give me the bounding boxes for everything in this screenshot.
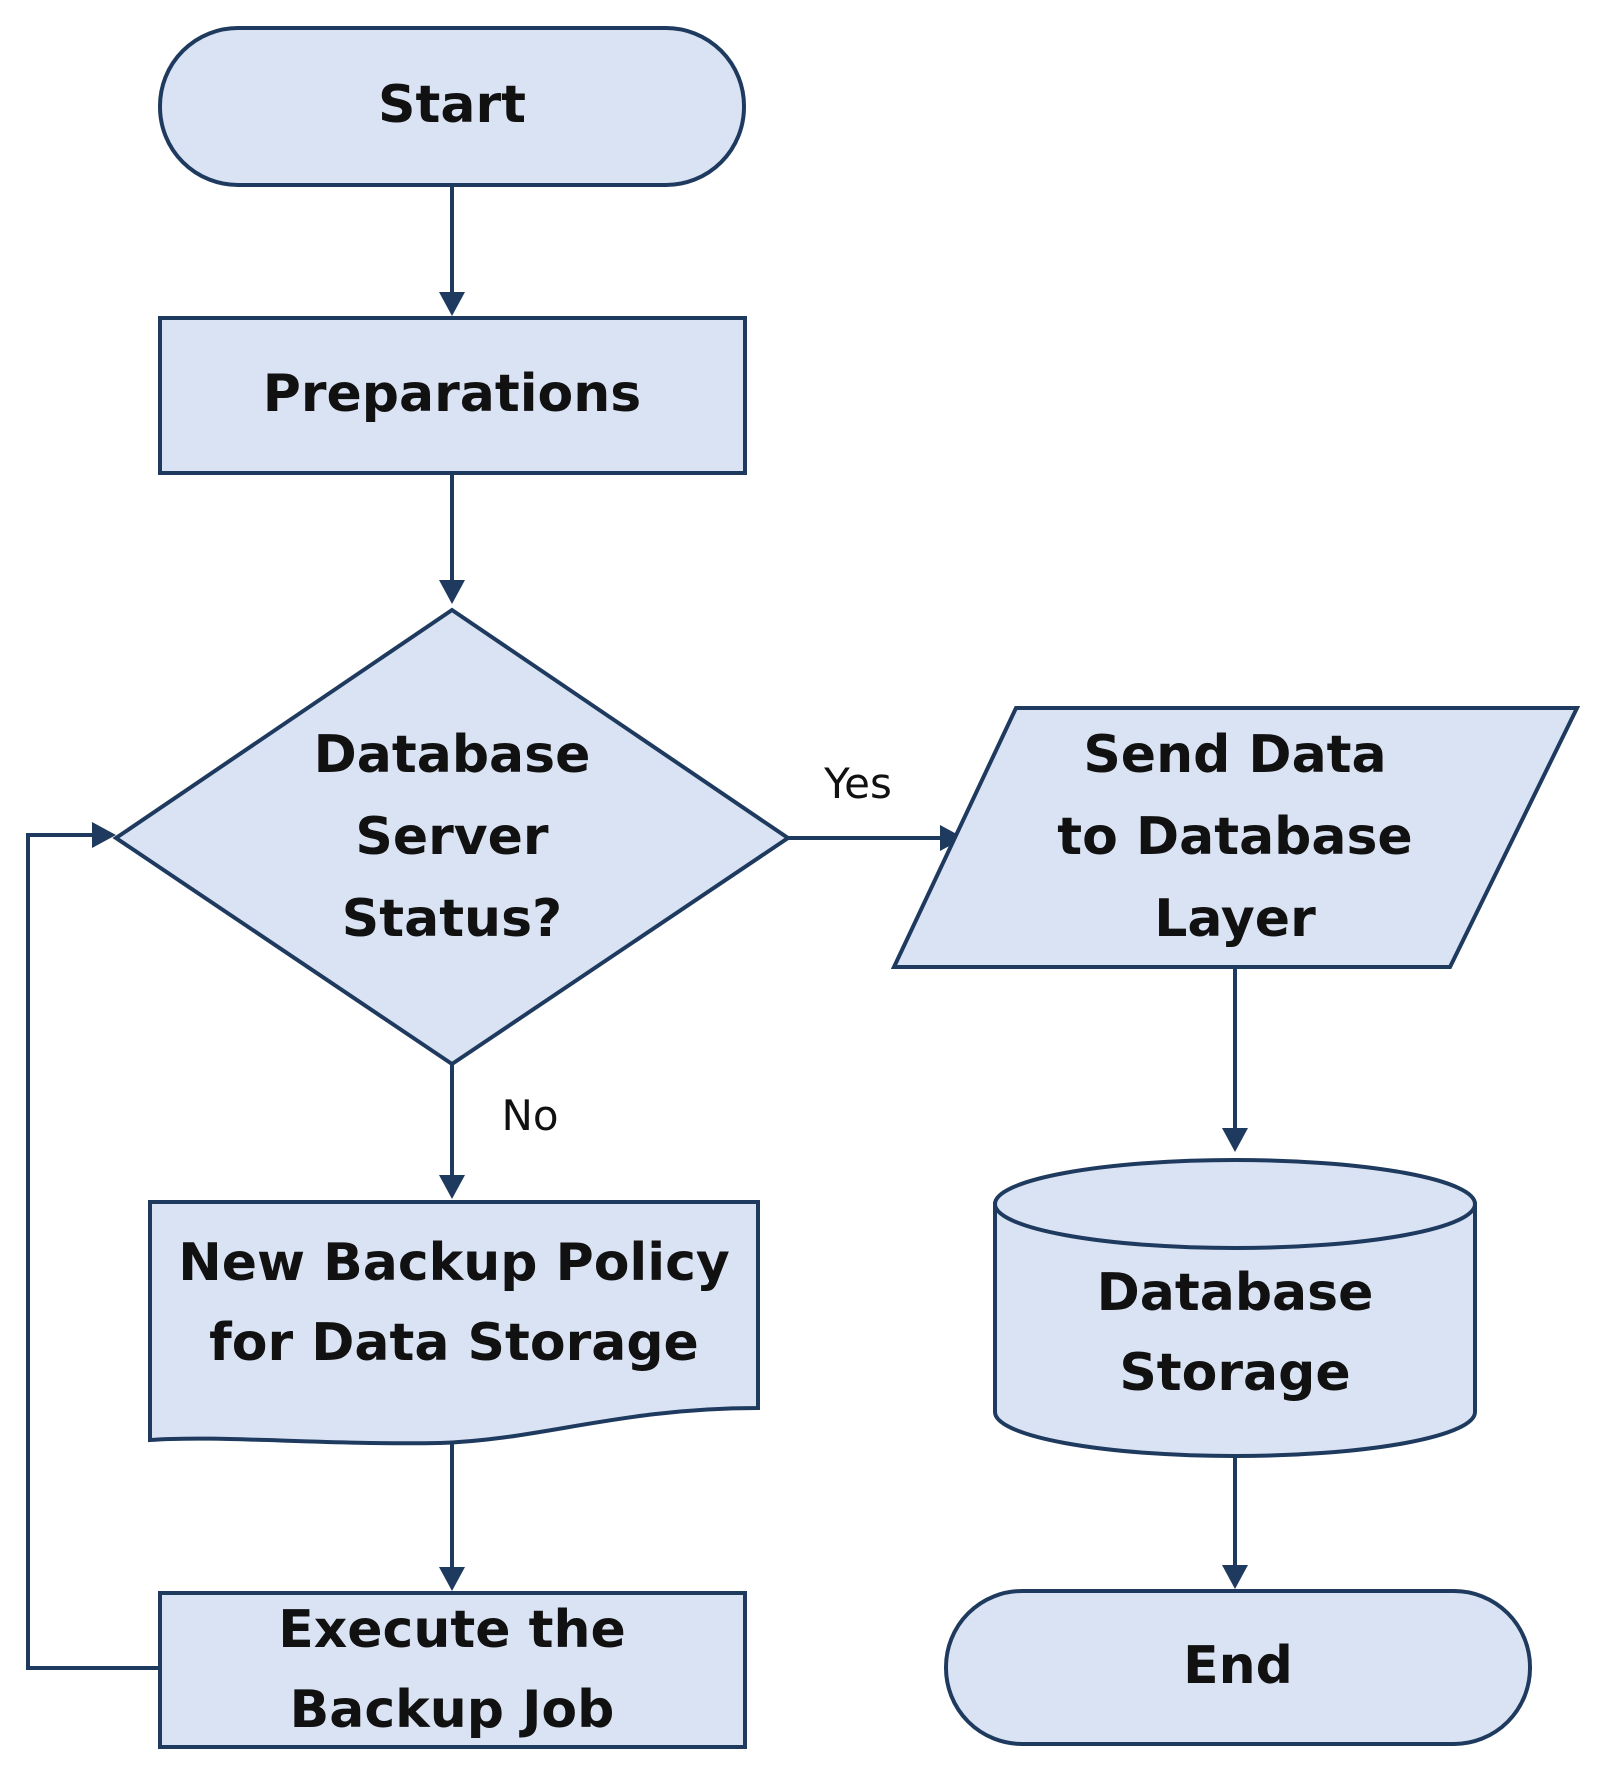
preparations-node: Preparations (158, 316, 747, 475)
arrowhead (1222, 1128, 1248, 1152)
backup-policy-node: New Backup Policy for Data Storage (148, 1200, 760, 1446)
decision-diamond-shape (112, 607, 792, 1067)
start-terminator-shape (158, 26, 746, 187)
cylinder-top-shape (993, 1158, 1477, 1250)
cylinder-body-shape (993, 1202, 1477, 1458)
preparations-process-shape (158, 316, 747, 475)
preparations-label: Preparations (263, 364, 641, 424)
yes-label: Yes (823, 759, 892, 808)
execute-label-line1: Execute the (278, 1600, 626, 1660)
no-label: No (501, 1091, 558, 1140)
decision-node: Database Server Status? (112, 607, 792, 1067)
end-label: End (1183, 1636, 1293, 1696)
end-node: End (944, 1589, 1532, 1746)
send-data-node: Send Data to Database Layer (890, 706, 1581, 969)
decision-label-line2: Server (355, 807, 549, 867)
arrowhead (92, 822, 116, 848)
arrowhead (439, 1175, 465, 1199)
edge-loop-back (26, 833, 160, 1670)
send-label-line3: Layer (1154, 889, 1316, 949)
policy-label-line1: New Backup Policy (178, 1233, 730, 1293)
storage-label-line1: Database (1097, 1263, 1374, 1323)
execute-process-shape (158, 1591, 747, 1749)
send-label-line2: to Database (1057, 807, 1412, 867)
arrowhead (439, 1567, 465, 1591)
send-label-line1: Send Data (1083, 725, 1386, 785)
document-shape (148, 1200, 760, 1446)
execute-label-line2: Backup Job (290, 1680, 615, 1740)
decision-label-line1: Database (314, 725, 591, 785)
storage-label-line2: Storage (1119, 1343, 1350, 1403)
execute-backup-node: Execute the Backup Job (158, 1591, 747, 1749)
start-label: Start (378, 75, 526, 135)
arrowhead (1222, 1565, 1248, 1589)
send-data-io-shape (890, 706, 1581, 969)
start-node: Start (158, 26, 746, 187)
arrowhead (439, 292, 465, 316)
arrowhead (439, 580, 465, 604)
database-storage-node: Database Storage (993, 1158, 1477, 1458)
connectors (26, 185, 1248, 1670)
end-terminator-shape (944, 1589, 1532, 1746)
policy-label-line2: for Data Storage (209, 1313, 699, 1373)
arrowhead (940, 825, 964, 851)
decision-label-line3: Status? (342, 889, 562, 949)
